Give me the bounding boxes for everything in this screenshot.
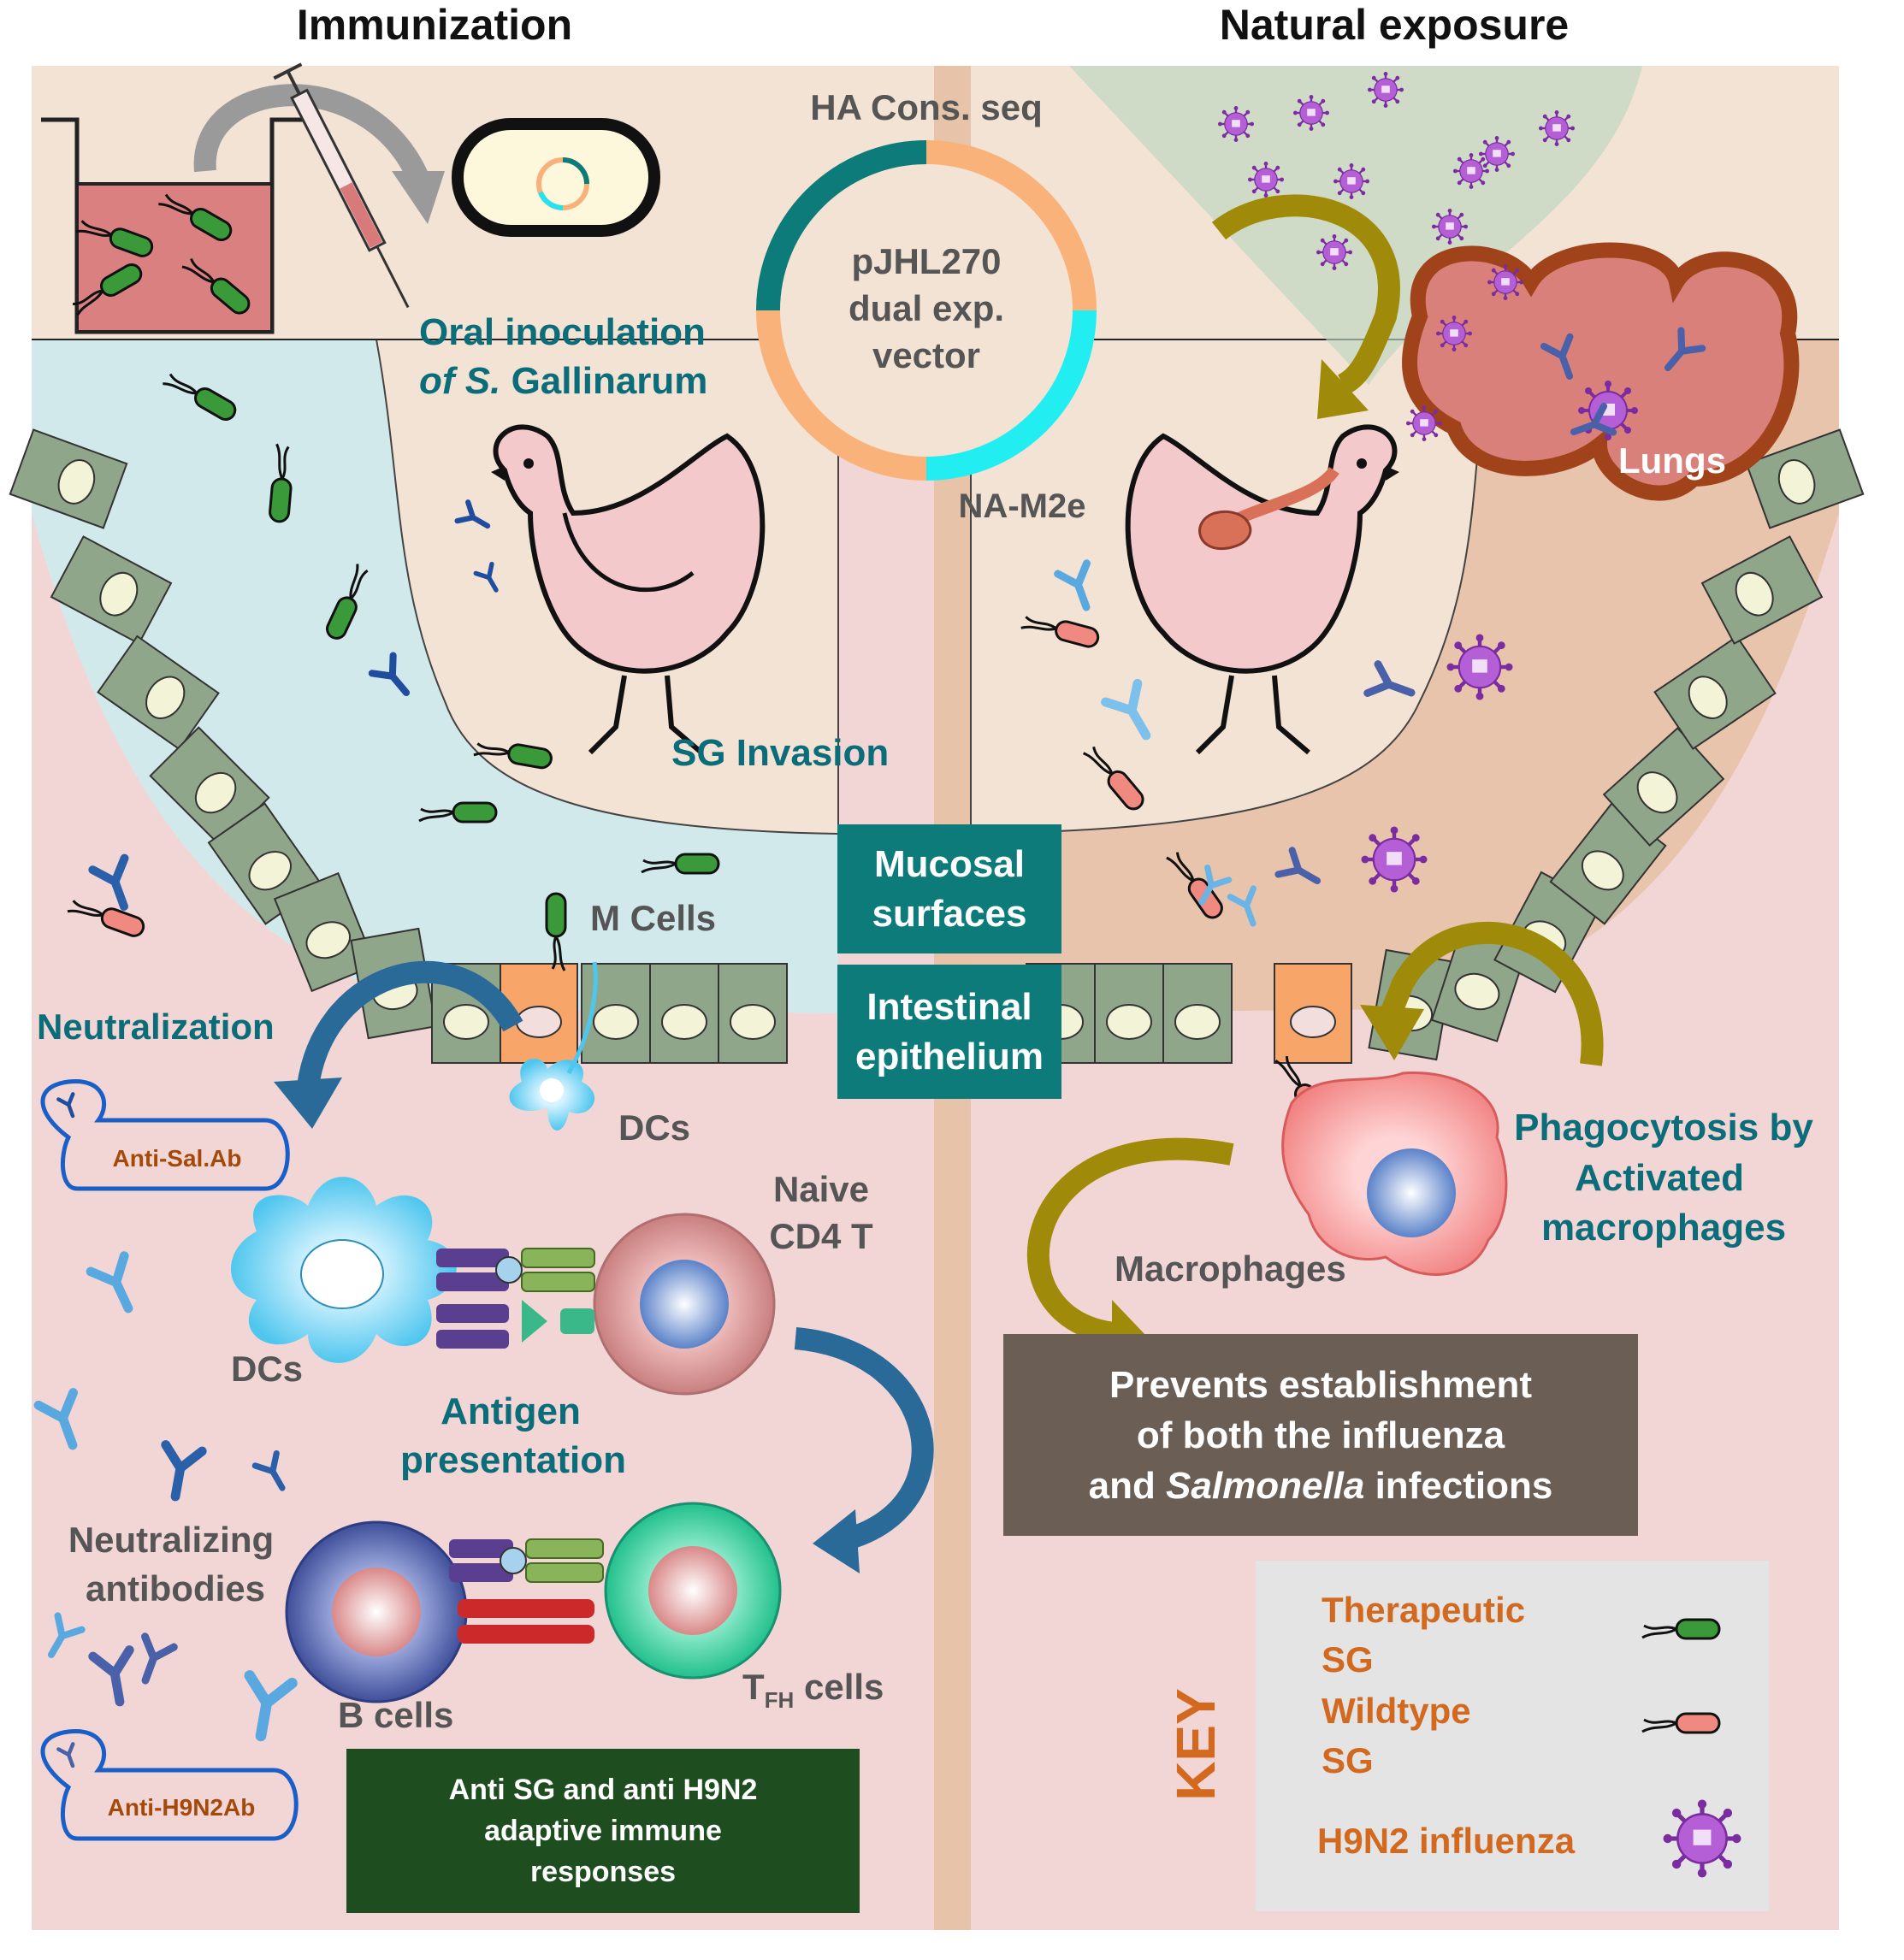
plasmid-name: pJHL270 xyxy=(851,241,1001,281)
oral-inoculation-line1: Oral inoculation xyxy=(419,311,706,353)
key-h9n2-virus-icon xyxy=(1664,1800,1741,1878)
plasmid-ring xyxy=(756,140,1097,481)
prevents-infection-box: Prevents establishment of both the influ… xyxy=(1003,1334,1638,1536)
anti-sal-ab-callout xyxy=(40,1079,290,1191)
transfer-arrow-head xyxy=(392,171,445,224)
naive-label-2: CD4 T xyxy=(769,1216,873,1256)
bacterium-plasmid-icon xyxy=(452,118,660,237)
prevents-line1: Prevents establishment xyxy=(1109,1363,1532,1406)
adaptive-line2: adaptive immune xyxy=(484,1815,722,1847)
anti-sal-ab-label: Anti-Sal.Ab xyxy=(113,1145,242,1172)
sg-invasion-label: SG Invasion xyxy=(671,732,889,774)
phagocytosis-arrow xyxy=(1375,921,1604,1066)
lungs-label: Lungs xyxy=(1618,440,1726,481)
activated-macrophage xyxy=(1281,1071,1508,1276)
adaptive-immune-box: Anti SG and anti H9N2 adaptive immune re… xyxy=(346,1749,860,1913)
activation-arrow xyxy=(794,1327,934,1550)
inhalation-arrow xyxy=(1211,194,1400,395)
header-natural-exposure: Natural exposure xyxy=(1220,1,1569,49)
prevention-arrow xyxy=(1026,1137,1234,1345)
culture-tube xyxy=(41,117,304,334)
mucosal-surfaces-box: Mucosal surfaces xyxy=(837,824,1061,953)
b-cell xyxy=(285,1520,468,1703)
tfh-cell xyxy=(604,1502,782,1680)
mhc-tcr-complex-bottom xyxy=(449,1538,604,1644)
tfh-cells-label: TFH cells xyxy=(742,1667,884,1713)
plasmid-bottom-label: NA-M2e xyxy=(959,487,1086,525)
prevents-line3: and Salmonella infections xyxy=(1088,1464,1553,1507)
lungs-icon xyxy=(1402,242,1800,501)
adaptive-line1: Anti SG and anti H9N2 xyxy=(448,1774,758,1806)
key-therapeutic-2: SG xyxy=(1322,1639,1374,1680)
key-h9n2: H9N2 influenza xyxy=(1317,1821,1576,1861)
chicken-right-icon xyxy=(1125,424,1399,755)
chicken-left-icon xyxy=(491,424,766,755)
phagocytosis-label-2: Activated xyxy=(1575,1157,1744,1199)
b-cells-label: B cells xyxy=(338,1695,453,1735)
syringe-icon xyxy=(273,62,410,309)
mhc-tcr-complex-top xyxy=(436,1248,595,1349)
oral-inoculation-line2: of S. Gallinarum xyxy=(419,360,707,402)
anti-h9n2-ab-label: Anti-H9N2Ab xyxy=(108,1794,256,1821)
anti-h9n2-ab-callout xyxy=(40,1729,299,1841)
macrophages-label: Macrophages xyxy=(1115,1249,1346,1289)
naive-cd4-t-cell xyxy=(593,1213,776,1396)
prevents-line2: of both the influenza xyxy=(1136,1414,1505,1456)
intestinal-line1: Intestinal xyxy=(866,985,1032,1028)
neutralization-label: Neutralization xyxy=(37,1007,275,1047)
key-wildtype-1: Wildtype xyxy=(1322,1691,1471,1731)
phagocytosis-label-3: macrophages xyxy=(1541,1207,1786,1249)
header-immunization: Immunization xyxy=(297,1,572,49)
key-therapeutic-1: Therapeutic xyxy=(1322,1590,1525,1630)
key-wildtype-2: SG xyxy=(1322,1740,1374,1780)
mucosal-line2: surfaces xyxy=(872,892,1027,935)
plasmid-top-label: HA Cons. seq xyxy=(810,87,1042,127)
intestinal-line2: epithelium xyxy=(854,1035,1044,1077)
key-title: KEY xyxy=(1165,1688,1227,1801)
dendritic-cell-small xyxy=(509,961,598,1131)
m-cells-label: M Cells xyxy=(590,898,716,938)
plasmid-desc-2: vector xyxy=(872,335,980,375)
neutralizing-antibodies-2: antibodies xyxy=(86,1568,265,1609)
antigen-presentation-2: presentation xyxy=(400,1439,626,1481)
phagocytosis-label-1: Phagocytosis by xyxy=(1514,1107,1813,1148)
plasmid-desc-1: dual exp. xyxy=(849,288,1004,328)
naive-label-1: Naive xyxy=(773,1169,869,1209)
intestinal-epithelium-box: Intestinal epithelium xyxy=(837,965,1061,1099)
mucosal-line1: Mucosal xyxy=(873,842,1026,885)
transfer-arrow xyxy=(193,84,429,185)
dcs-label-left: DCs xyxy=(231,1349,303,1389)
dendritic-cell-large xyxy=(231,1177,457,1363)
adaptive-line3: responses xyxy=(529,1856,677,1888)
antigen-presentation-1: Antigen xyxy=(441,1390,581,1432)
neutralization-arrow xyxy=(297,960,523,1089)
dcs-label-top: DCs xyxy=(618,1107,690,1148)
neutralizing-antibodies-1: Neutralizing xyxy=(68,1520,274,1560)
